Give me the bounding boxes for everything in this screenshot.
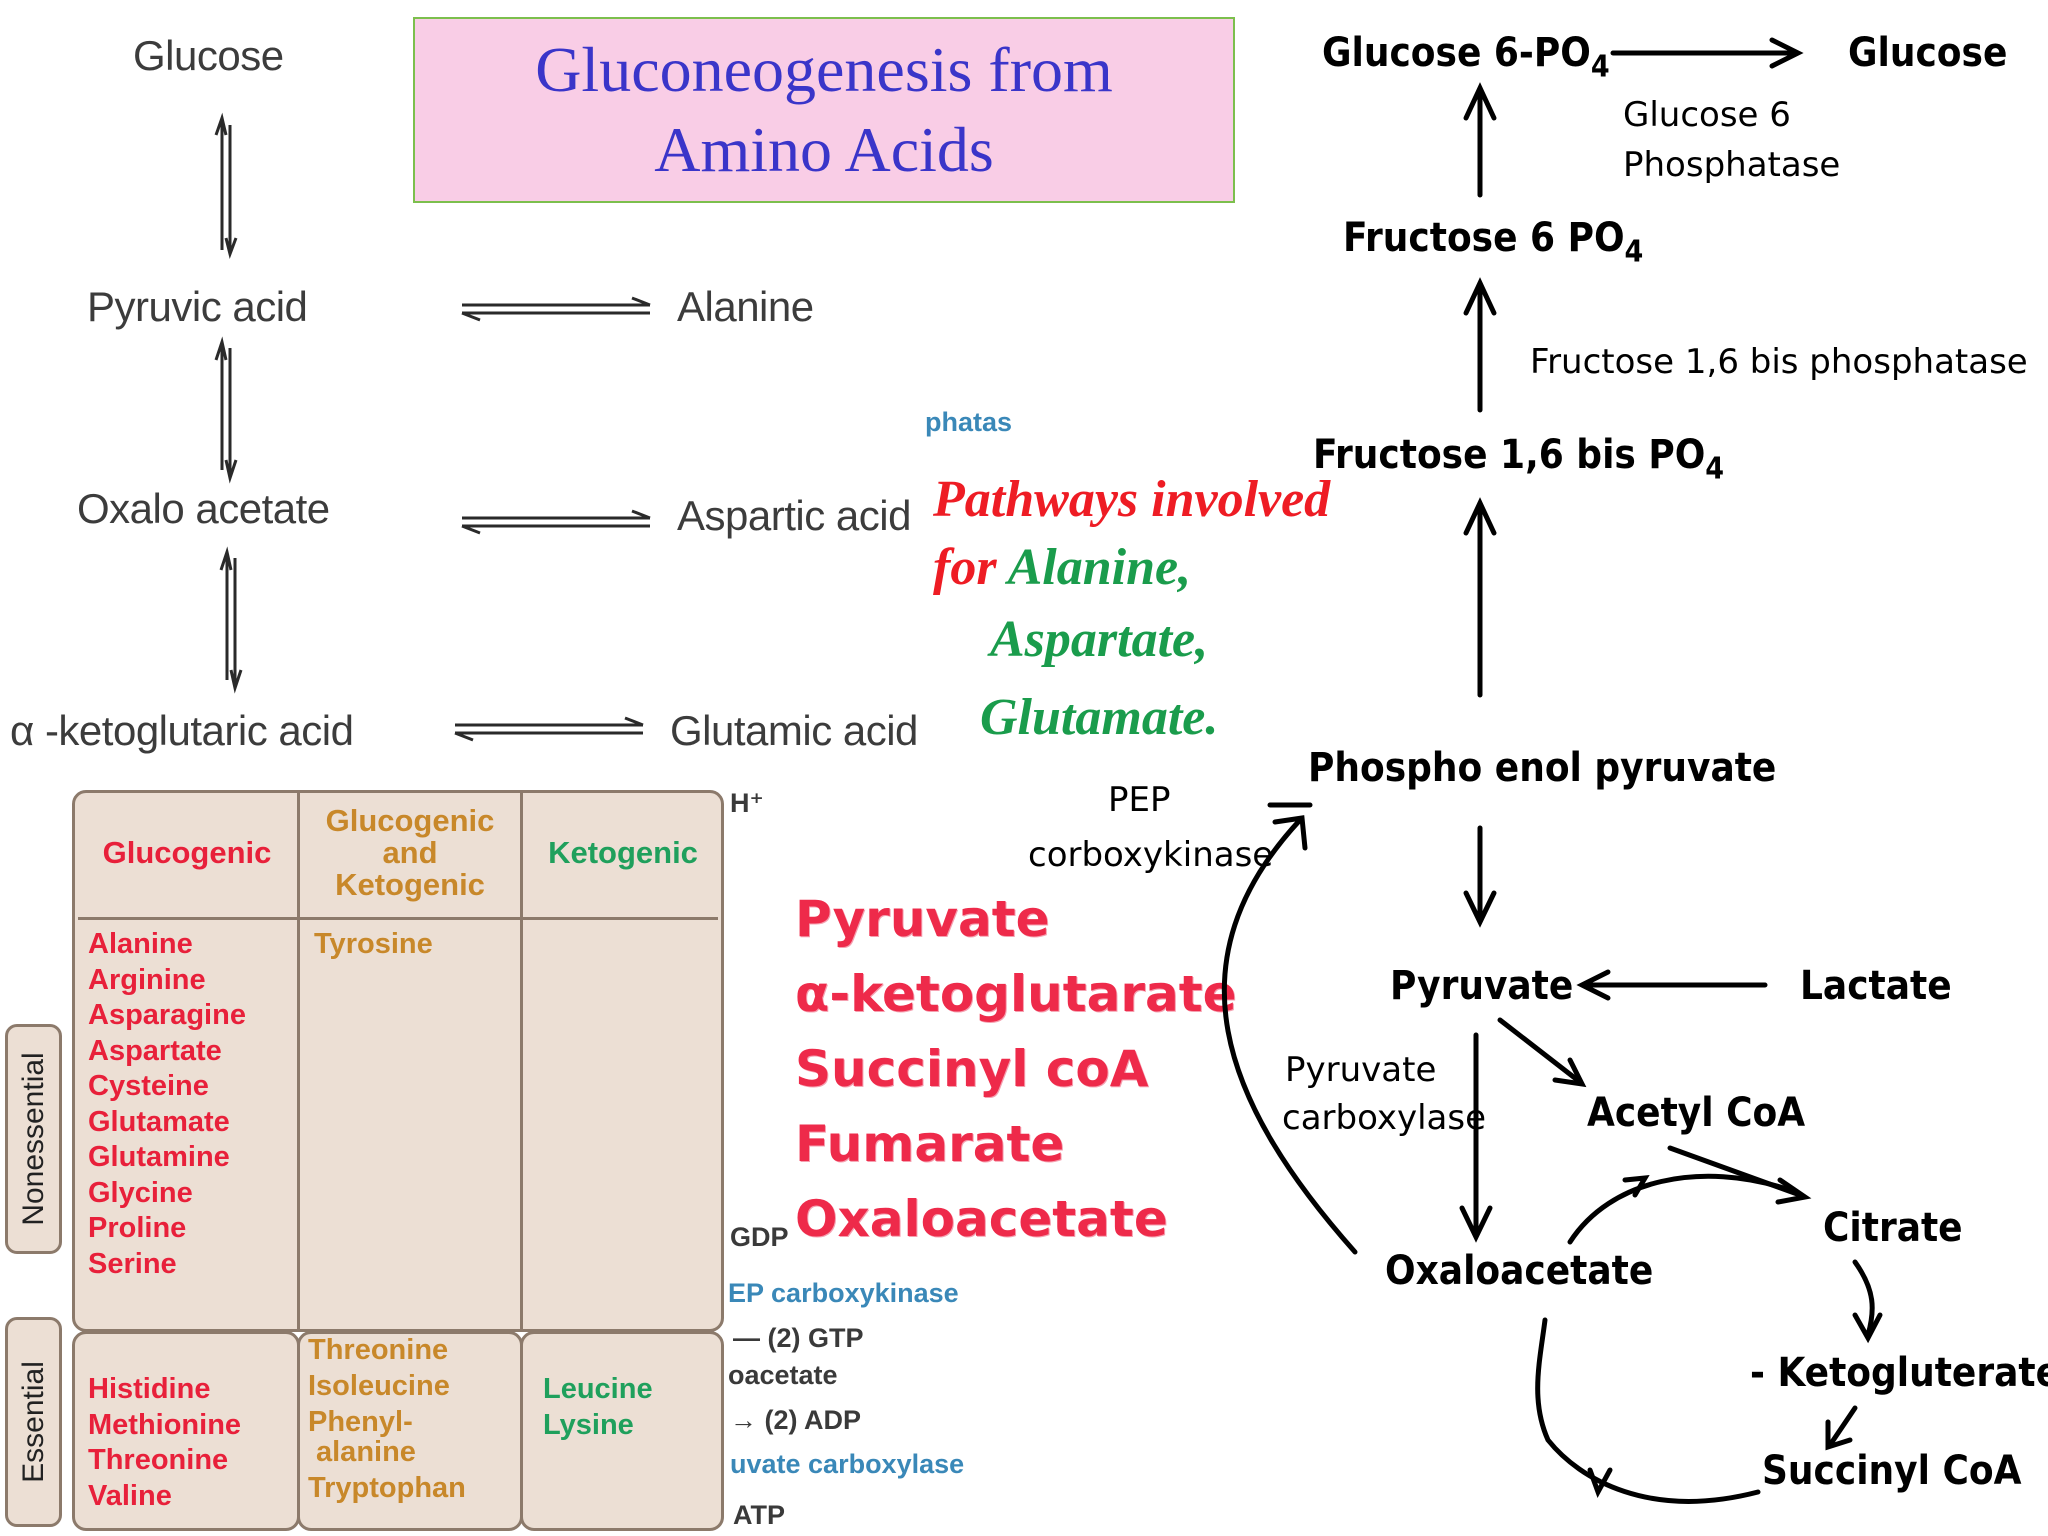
arrow-citrate-ketogluterate bbox=[1852, 1259, 1875, 1338]
list-item: Phenyl- bbox=[308, 1406, 413, 1438]
list-item: Leucine bbox=[543, 1373, 653, 1405]
arrow-pyruvate-acetylcoa bbox=[1497, 1017, 1583, 1085]
list-item: Glycine bbox=[88, 1176, 193, 1209]
intermediate-fumarate: Fumarate bbox=[795, 1115, 1065, 1173]
list-item: Valine bbox=[88, 1479, 172, 1512]
left-glucose: Glucose bbox=[133, 32, 284, 79]
list-item: Alanine bbox=[88, 928, 193, 960]
amino-acid-table: Nonessential Essential Glucogenic Glucog… bbox=[0, 787, 730, 1536]
pyruvate-carboxylase-1: Pyruvate bbox=[1285, 1050, 1437, 1090]
pathways-line2: for Alanine, bbox=[933, 538, 1191, 597]
table-nonessential-block bbox=[72, 790, 724, 1332]
list-item: Cysteine bbox=[88, 1070, 209, 1102]
row-label-essential: Essential bbox=[5, 1317, 62, 1527]
list-item: Isoleucine bbox=[308, 1370, 450, 1402]
list-essential-both: Threonine Isoleucine Phenyl- alanine Try… bbox=[308, 1335, 466, 1503]
fragment-oacetate: oacetate bbox=[728, 1360, 838, 1390]
list-item: Threonine bbox=[308, 1334, 449, 1366]
intermediate-pyruvate: Pyruvate bbox=[795, 890, 1050, 948]
succinyl-coa-node: Succinyl CoA bbox=[1762, 1448, 2022, 1494]
pyruvate-node: Pyruvate bbox=[1390, 963, 1574, 1009]
list-nonessential-glucogenic: Alanine Arginine Asparagine Aspartate Cy… bbox=[88, 927, 246, 1282]
list-item: Lysine bbox=[543, 1408, 634, 1441]
header-both: Glucogenic and Ketogenic bbox=[325, 803, 495, 902]
title-box: Gluconeogenesis from Amino Acids bbox=[413, 17, 1235, 203]
intermediate-succinyl-coa: Succinyl coA bbox=[795, 1040, 1149, 1098]
glucose-6-phosphatase-2: Phosphatase bbox=[1623, 145, 1841, 185]
title-line1: Gluconeogenesis from bbox=[535, 34, 1113, 105]
acetyl-coa-node: Acetyl CoA bbox=[1587, 1090, 1806, 1136]
pathways-aspartate: Aspartate, bbox=[990, 611, 1209, 668]
left-pyruvic-acid: Pyruvic acid bbox=[87, 283, 308, 330]
fructose-6-po4: Fructose 6 PO4 bbox=[1343, 215, 1644, 270]
citrate-node: Citrate bbox=[1823, 1205, 1963, 1251]
list-item: Histidine bbox=[88, 1373, 211, 1405]
list-item: Asparagine bbox=[88, 999, 246, 1031]
list-item: Tyrosine bbox=[314, 928, 433, 960]
pyruvate-carboxylase-2: carboxylase bbox=[1282, 1098, 1486, 1138]
tca-arc-top bbox=[1567, 1173, 1793, 1245]
list-item: Arginine bbox=[88, 963, 206, 996]
list-item: alanine bbox=[316, 1436, 416, 1468]
list-essential-glucogenic: Histidine Methionine Threonine Valine bbox=[88, 1372, 241, 1514]
list-item: Glutamate bbox=[88, 1105, 230, 1138]
header-ketogenic: Ketogenic bbox=[548, 835, 698, 870]
arrow-oxaloacetate-pep bbox=[1221, 817, 1358, 1255]
intermediate-alpha-ketoglutarate: α-ketoglutarate bbox=[795, 965, 1237, 1023]
title-line2: Amino Acids bbox=[654, 114, 994, 185]
list-item: Aspartate bbox=[88, 1034, 222, 1067]
glucose-6-po4: Glucose 6-PO4 bbox=[1322, 30, 1610, 85]
fructose-16-bis-po4: Fructose 1,6 bis PO4 bbox=[1313, 432, 1725, 487]
fragment-h-plus: H⁺ bbox=[730, 788, 764, 818]
intermediate-oxaloacetate: Oxaloacetate bbox=[795, 1190, 1168, 1248]
glucose-product: Glucose bbox=[1848, 30, 2008, 76]
lactate-node: Lactate bbox=[1800, 963, 1952, 1009]
left-oxalo-acetate: Oxalo acetate bbox=[77, 485, 330, 532]
table-essential-both bbox=[297, 1331, 523, 1531]
row-label-nonessential: Nonessential bbox=[5, 1024, 62, 1254]
ketogluterate-node: - Ketogluterate bbox=[1750, 1350, 2048, 1396]
list-item: Threonine bbox=[88, 1444, 229, 1476]
glucose-6-phosphatase-1: Glucose 6 bbox=[1623, 95, 1791, 135]
left-alpha-ketoglutaric-acid: α -ketoglutaric acid bbox=[10, 707, 354, 754]
fragment-gtp: — (2) GTP bbox=[733, 1323, 864, 1353]
list-item: Methionine bbox=[88, 1408, 242, 1441]
list-item: Proline bbox=[88, 1212, 187, 1244]
fragment-ep-carboxykinase: EP carboxykinase bbox=[728, 1278, 959, 1308]
oxaloacetate-node: Oxaloacetate bbox=[1385, 1248, 1654, 1294]
fragment-gdp: GDP bbox=[730, 1222, 789, 1252]
list-nonessential-both: Tyrosine bbox=[314, 927, 433, 963]
left-aspartic-acid: Aspartic acid bbox=[677, 492, 911, 539]
pathways-line1: Pathways involved bbox=[933, 471, 1331, 528]
pathways-glutamate: Glutamate. bbox=[980, 689, 1219, 746]
pathways-alanine: Alanine, bbox=[1007, 539, 1192, 596]
fragment-uvate-carboxylase: uvate carboxylase bbox=[730, 1449, 965, 1479]
left-glutamic-acid: Glutamic acid bbox=[670, 707, 918, 754]
header-glucogenic: Glucogenic bbox=[102, 835, 272, 870]
arrow-ketogluterate-succinyl bbox=[1827, 1405, 1858, 1448]
table-essential-ketogenic bbox=[520, 1331, 724, 1531]
tca-arc-bottom bbox=[1535, 1317, 1761, 1504]
list-item: Glutamine bbox=[88, 1141, 230, 1173]
left-alanine: Alanine bbox=[677, 283, 814, 330]
pep-carboxykinase-2: corboxykinase bbox=[1028, 835, 1274, 875]
fragment-phatas: phatas bbox=[925, 407, 1013, 437]
list-item: Tryptophan bbox=[308, 1472, 466, 1504]
fragment-adp: → (2) ADP bbox=[730, 1405, 862, 1435]
pathways-for: for bbox=[933, 539, 1008, 596]
list-essential-ketogenic: Leucine Lysine bbox=[543, 1372, 653, 1443]
left-pathway-arrows bbox=[214, 112, 651, 742]
pep-carboxykinase-1: PEP bbox=[1108, 780, 1171, 820]
fragment-atp: ATP bbox=[733, 1500, 785, 1530]
list-item: Serine bbox=[88, 1247, 177, 1280]
phospho-enol-pyruvate: Phospho enol pyruvate bbox=[1308, 745, 1777, 791]
fructose-bisphosphatase-label: Fructose 1,6 bis phosphatase bbox=[1530, 342, 2028, 382]
